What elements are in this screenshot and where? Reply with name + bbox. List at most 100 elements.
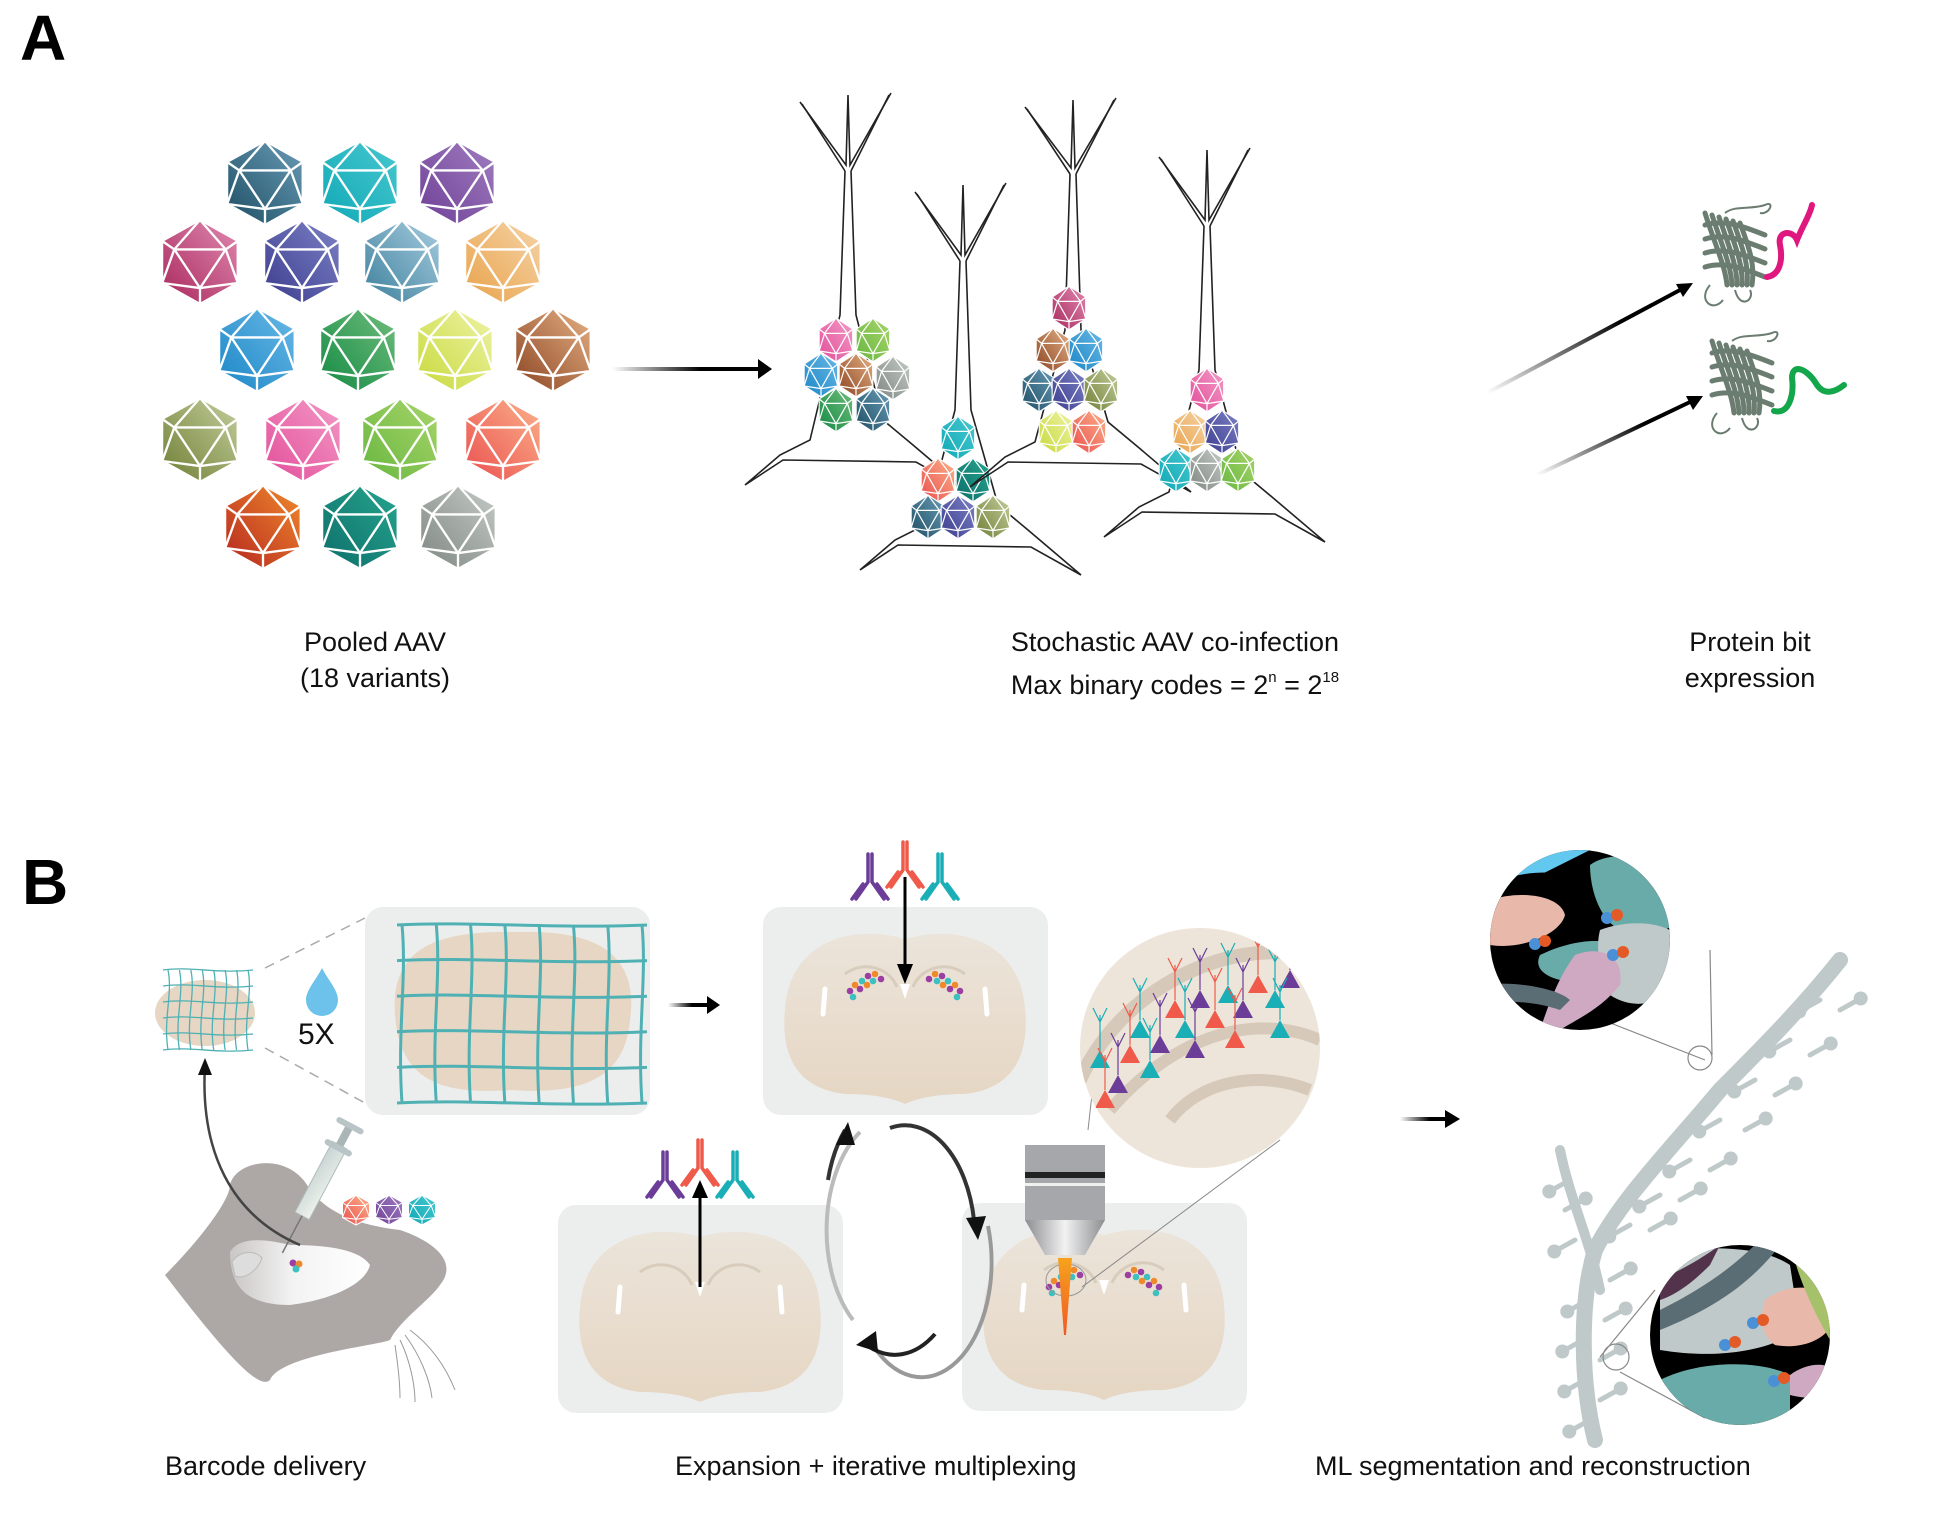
infected-aav-capsid xyxy=(975,494,1011,540)
labeled-neuron-icon xyxy=(1205,967,1225,1028)
zoom-line-top xyxy=(264,917,366,969)
aav-variant-1 xyxy=(226,139,304,227)
barcode-dot xyxy=(1607,949,1619,961)
coinfection-title: Stochastic AAV co-infection xyxy=(1010,627,1340,657)
formula-exp-n: n xyxy=(1268,669,1277,686)
small-expanded-gel xyxy=(155,968,255,1052)
infected-aav-capsid xyxy=(1172,409,1208,455)
barcode-dot xyxy=(1747,1317,1759,1329)
dendritic-spine xyxy=(1542,1184,1557,1199)
labeled-neuron-icon xyxy=(1225,987,1245,1048)
infected-aav-capsid xyxy=(940,415,976,461)
arrow-to-reconstruction xyxy=(1400,1110,1460,1128)
dendritic-spine xyxy=(1792,1004,1807,1019)
dendritic-spine xyxy=(1602,1229,1617,1244)
labeled-neuron-icon xyxy=(1185,997,1205,1058)
dendritic-spine xyxy=(1663,1211,1678,1226)
barcode-dot xyxy=(1539,935,1551,947)
infected-aav-capsid xyxy=(803,352,839,398)
infected-aav-capsid xyxy=(920,457,956,503)
coinfection-label: Stochastic AAV co-infection Max binary c… xyxy=(960,624,1390,703)
arrow-to-protein-1 xyxy=(1486,283,1693,395)
infected-aav-capsid xyxy=(818,387,854,433)
pooled-aav-title: Pooled AAV xyxy=(303,627,447,657)
infected-aav-capsid xyxy=(855,387,891,433)
dendritic-spine xyxy=(1555,1344,1570,1359)
dendritic-spine xyxy=(1823,1036,1838,1051)
infected-aav-capsid xyxy=(910,494,946,540)
aav-pool xyxy=(161,139,592,571)
barcode-dot xyxy=(1768,1375,1780,1387)
dendritic-spine xyxy=(1758,1111,1773,1126)
dendritic-spine xyxy=(1613,1381,1628,1396)
infected-aav-capsid xyxy=(1204,409,1240,455)
labeled-neuron-icon xyxy=(1140,1017,1160,1078)
labeled-neuron-icon xyxy=(1165,957,1185,1018)
labeled-neuron-icon xyxy=(1150,992,1170,1053)
pyramidal-neuron xyxy=(859,182,1082,576)
aav-variant-13 xyxy=(264,396,342,484)
aav-variant-10 xyxy=(416,306,494,394)
arrow-gel-to-slice xyxy=(668,996,720,1014)
infected-aav-capsid xyxy=(1071,409,1107,455)
pooled-aav-count: (18 variants) xyxy=(299,663,451,693)
step-barcode-delivery-label: Barcode delivery xyxy=(165,1451,367,1481)
infected-neurons xyxy=(744,92,1326,576)
dendritic-spine xyxy=(1578,1191,1593,1206)
injected-aav-capsid xyxy=(408,1194,436,1226)
dendrite-reconstruction xyxy=(1542,952,1868,1448)
aav-variant-12 xyxy=(161,396,239,484)
water-drop-icon xyxy=(306,968,338,1016)
dendritic-spine xyxy=(1623,1261,1638,1276)
expansion-factor-label: 5X xyxy=(298,1018,335,1051)
infected-aav-capsid xyxy=(1083,367,1119,413)
protein-bit-label: Protein bit expression xyxy=(1660,624,1840,696)
infected-aav-capsid xyxy=(1220,447,1256,493)
protein-bit-title: Protein bit xyxy=(1689,627,1811,657)
mouse-injection-illustration xyxy=(165,1058,456,1403)
pooled-aav-label: Pooled AAV (18 variants) xyxy=(260,624,490,696)
aav-variant-6 xyxy=(363,218,441,306)
barcode-dot xyxy=(1778,1372,1790,1384)
brain-slice-stripping xyxy=(558,1138,843,1413)
panel-b-letter: B xyxy=(22,846,69,918)
dendritic-spine xyxy=(1557,1384,1572,1399)
panel-a-letter: A xyxy=(20,2,67,74)
barcode-dot xyxy=(1719,1339,1731,1351)
barcode-dot xyxy=(1729,1336,1741,1348)
barcode-dot xyxy=(1611,909,1623,921)
barcode-dot xyxy=(1617,946,1629,958)
aav-variant-4 xyxy=(161,218,239,306)
step-expansion-multiplexing-label: Expansion + iterative multiplexing xyxy=(675,1451,1077,1481)
dendritic-spine xyxy=(1618,1301,1633,1316)
dendritic-spine xyxy=(1762,1044,1777,1059)
aav-variant-8 xyxy=(218,306,296,394)
brain-slice-staining xyxy=(763,840,1048,1115)
injected-aav-capsid xyxy=(375,1194,403,1226)
dendritic-spine xyxy=(1560,1304,1575,1319)
large-expanded-gel xyxy=(365,907,650,1115)
infected-aav-capsid xyxy=(1189,367,1225,413)
dendritic-spine xyxy=(1727,1084,1742,1099)
step-ml-segmentation-label: ML segmentation and reconstruction xyxy=(1315,1451,1751,1481)
aav-variant-2 xyxy=(321,139,399,227)
pyramidal-neuron xyxy=(744,92,967,491)
aav-variant-5 xyxy=(263,218,341,306)
pyramidal-neuron xyxy=(969,97,1192,493)
arrow-pool-to-neurons xyxy=(612,359,772,379)
infected-aav-capsid xyxy=(1051,367,1087,413)
infected-aav-capsid xyxy=(838,352,874,398)
infected-aav-capsid xyxy=(1035,327,1071,373)
labeled-neuron-icon xyxy=(1108,1032,1128,1093)
zoom-line-bottom xyxy=(264,1047,366,1104)
dendritic-spine xyxy=(1613,1341,1628,1356)
infected-aav-capsid xyxy=(875,355,911,401)
dendritic-spine xyxy=(1788,1076,1803,1091)
labeled-neuron-icon xyxy=(1190,947,1210,1008)
labeled-neuron-icon xyxy=(1120,1002,1140,1063)
pyramidal-neuron xyxy=(1103,147,1326,543)
protein-bit-subtitle: expression xyxy=(1684,663,1816,693)
labeled-neuron-icon xyxy=(1130,977,1150,1038)
barcode-dot xyxy=(1601,912,1613,924)
